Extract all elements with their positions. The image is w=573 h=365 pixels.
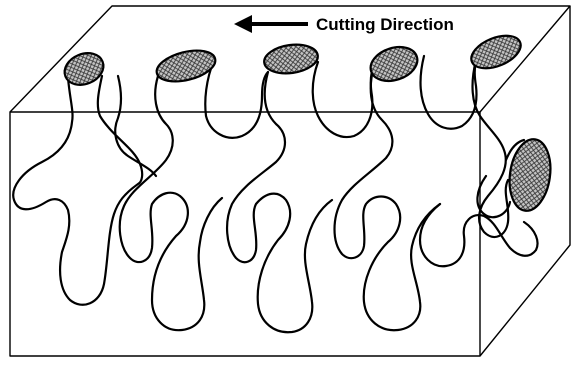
tube-outline-8 (473, 60, 509, 237)
cutting-direction-arrow (234, 15, 308, 33)
cross-section-3 (262, 41, 319, 76)
cross-section-4 (366, 41, 422, 86)
front-face (10, 112, 480, 356)
tube-outline-5 (313, 62, 374, 137)
tube-outline-12 (115, 76, 156, 176)
tube-structures (13, 56, 537, 332)
cutting-direction-label: Cutting Direction (316, 15, 454, 34)
tube-outline-3 (205, 60, 268, 138)
tube-outline-1 (13, 76, 142, 305)
tube-outline-7 (421, 56, 478, 129)
